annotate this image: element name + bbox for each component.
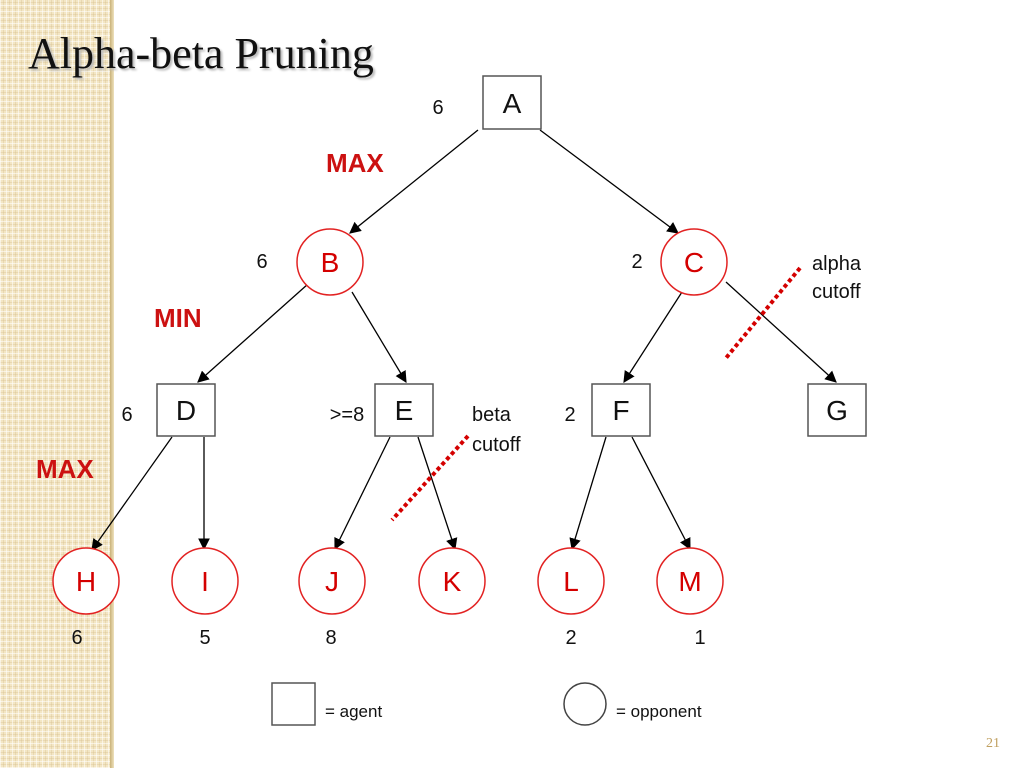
legend-agent-square <box>271 682 316 726</box>
node-g: G <box>807 383 867 437</box>
node-k: K <box>418 547 486 615</box>
node-b: B 6 <box>256 228 364 296</box>
opponent-circle <box>660 228 728 296</box>
node-k-label: K <box>443 566 462 597</box>
node-i-label: I <box>201 566 209 597</box>
node-l-value: 2 <box>565 627 576 649</box>
node-m-value: 1 <box>694 627 705 649</box>
node-f-label: F <box>612 395 629 426</box>
edge-c-f <box>623 291 683 383</box>
edge-d-h <box>91 436 173 551</box>
edge-a-c <box>539 129 679 234</box>
edge-e-j <box>334 436 391 551</box>
node-a-label: A <box>503 88 522 119</box>
opponent-circle <box>298 547 366 615</box>
legend: = agent = opponent <box>271 682 702 726</box>
legend-agent-label: = agent <box>325 702 382 721</box>
node-b-value: 6 <box>256 251 267 273</box>
node-j: J 8 <box>298 547 366 649</box>
node-b-label: B <box>321 247 340 278</box>
edge-f-l <box>569 436 607 551</box>
node-e: E >=8 <box>330 383 434 437</box>
opponent-circle <box>656 547 724 615</box>
level-label-max-bottom: MAX <box>36 454 94 484</box>
edge-e-k <box>417 436 458 551</box>
edge-b-e <box>351 291 407 384</box>
node-j-label: J <box>325 566 339 597</box>
alpha-cutoff-label-line1: alpha <box>812 253 862 275</box>
legend-opponent-circle <box>563 682 607 726</box>
node-c-label: C <box>684 247 704 278</box>
node-h-label: H <box>76 566 96 597</box>
node-c: C 2 <box>631 228 728 296</box>
opponent-circle <box>296 228 364 296</box>
node-f-value: 2 <box>564 404 575 426</box>
node-c-value: 2 <box>631 251 642 273</box>
node-m-label: M <box>678 566 701 597</box>
node-a-value: 6 <box>432 97 443 119</box>
legend-opponent-label: = opponent <box>616 702 702 721</box>
beta-cutoff-line <box>390 434 470 522</box>
opponent-circle <box>537 547 605 615</box>
node-d-label: D <box>176 395 196 426</box>
agent-square <box>482 75 542 130</box>
agent-square <box>807 383 867 437</box>
edge-c-g <box>725 281 837 383</box>
agent-square <box>374 383 434 437</box>
edge-f-m <box>631 436 691 551</box>
node-e-value: >=8 <box>330 404 364 426</box>
sidebar-edge <box>110 0 114 768</box>
node-d-value: 6 <box>121 404 132 426</box>
node-i: I 5 <box>171 547 239 649</box>
node-l: L 2 <box>537 547 605 649</box>
slide-title: Alpha-beta Pruning <box>28 29 374 78</box>
node-d: D 6 <box>121 383 216 437</box>
page-number: 21 <box>986 736 1000 751</box>
level-label-max-top: MAX <box>326 148 384 178</box>
beta-cutoff-label-line1: beta <box>472 404 512 426</box>
opponent-circle <box>171 547 239 615</box>
agent-square <box>156 383 216 437</box>
node-l-label: L <box>563 566 579 597</box>
decorative-sidebar <box>0 0 113 768</box>
agent-square <box>591 383 651 437</box>
opponent-circle <box>418 547 486 615</box>
node-h-value: 6 <box>71 627 82 649</box>
node-j-value: 8 <box>325 627 336 649</box>
node-i-value: 5 <box>199 627 210 649</box>
node-a: A 6 <box>432 75 542 130</box>
level-label-min: MIN <box>154 303 202 333</box>
node-f: F 2 <box>564 383 651 437</box>
beta-cutoff-label-line2: cutoff <box>472 434 521 456</box>
node-m: M 1 <box>656 547 724 649</box>
node-g-label: G <box>826 395 848 426</box>
edge-a-b <box>349 129 479 234</box>
node-h: H 6 <box>52 547 120 649</box>
node-e-label: E <box>395 395 414 426</box>
edge-b-d <box>197 283 309 383</box>
alpha-cutoff-line <box>724 266 802 360</box>
opponent-circle <box>52 547 120 615</box>
alpha-cutoff-label-line2: cutoff <box>812 281 861 303</box>
